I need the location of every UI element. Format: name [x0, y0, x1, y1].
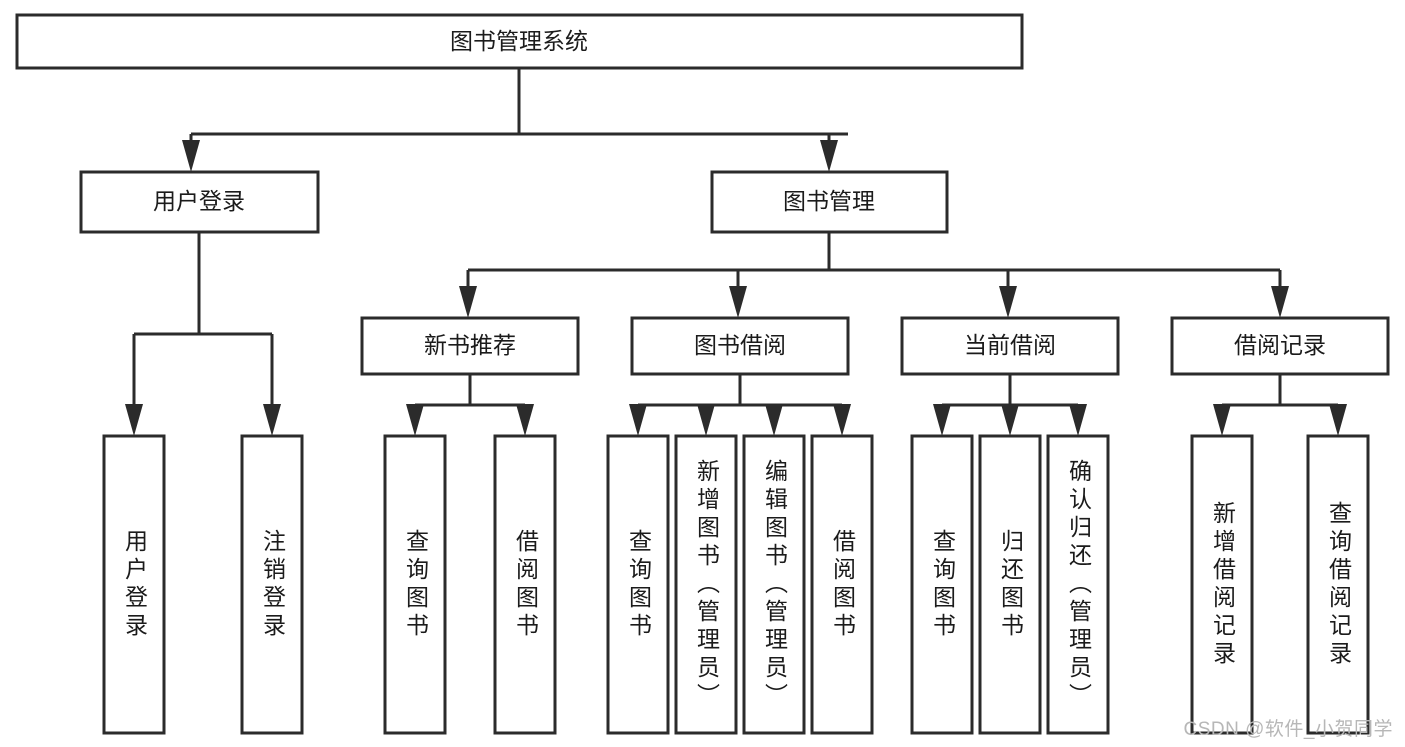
- node-root-system[interactable]: 图书管理系统: [15, 13, 1024, 70]
- arrow-to-current-borrow: [999, 286, 1017, 318]
- arrow-to-book-borrow: [729, 286, 747, 318]
- watermark-text: CSDN @软件_小贺同学: [1183, 719, 1393, 740]
- leaf-box-add-record[interactable]: [1190, 434, 1254, 735]
- current-borrow-label: 当前借阅: [964, 332, 1056, 358]
- arrow-to-leaf-add-book: [697, 404, 715, 436]
- book-borrow-label: 图书借阅: [694, 332, 786, 358]
- arrow-to-book-manage: [820, 140, 838, 172]
- root-box[interactable]: [15, 13, 1024, 70]
- leaf-box-borrow-book-2[interactable]: [810, 434, 874, 735]
- borrow-record-label: 借阅记录: [1234, 332, 1326, 358]
- arrow-to-leaf-user-login: [125, 404, 143, 436]
- leaf-box-query-book-3[interactable]: [910, 434, 974, 735]
- leaf-box-borrow-book-1[interactable]: [493, 434, 557, 735]
- leaf-box-query-book-2[interactable]: [606, 434, 670, 735]
- arrow-to-borrow-record: [1271, 286, 1289, 318]
- connector-book-management-to-level3: [459, 232, 1289, 318]
- node-new-book-recommend[interactable]: 新书推荐: [360, 316, 580, 376]
- leaf-box-query-book-1[interactable]: [383, 434, 447, 735]
- connector-borrow-record-to-leaves: [1213, 374, 1347, 436]
- connector-new-book-to-leaves: [406, 374, 534, 436]
- arrow-to-leaf-confirm-return: [1069, 404, 1087, 436]
- arrow-to-leaf-add-record: [1213, 404, 1231, 436]
- connector-user-login-to-leaves: [125, 232, 281, 436]
- leaf-box-logout[interactable]: [240, 434, 304, 735]
- user-login-box[interactable]: [79, 170, 320, 234]
- node-borrow-record[interactable]: 借阅记录: [1170, 316, 1390, 376]
- arrow-to-leaf-query-record: [1329, 404, 1347, 436]
- node-book-management[interactable]: 图书管理: [710, 170, 949, 234]
- leaf-box-return-book[interactable]: [978, 434, 1042, 735]
- leaf-box-edit-book[interactable]: [742, 434, 806, 735]
- connector-current-borrow-to-leaves: [933, 374, 1087, 436]
- new-book-recommend-box[interactable]: [360, 316, 580, 376]
- arrow-to-leaf-logout: [263, 404, 281, 436]
- arrow-to-leaf-query-book-3: [933, 404, 951, 436]
- arrow-to-leaf-return-book: [1001, 404, 1019, 436]
- connector-book-borrow-to-leaves: [629, 374, 851, 436]
- book-management-label: 图书管理: [783, 188, 875, 214]
- arrow-to-leaf-borrow-book-2: [833, 404, 851, 436]
- arrow-to-user-login: [182, 140, 200, 172]
- node-book-borrow[interactable]: 图书借阅: [630, 316, 850, 376]
- leaf-box-query-record[interactable]: [1306, 434, 1370, 735]
- leaf-box-add-book[interactable]: [674, 434, 738, 735]
- node-user-login[interactable]: 用户登录: [79, 170, 320, 234]
- leaf-box-user-login[interactable]: [102, 434, 166, 735]
- leaf-box-confirm-return[interactable]: [1046, 434, 1110, 735]
- arrow-to-leaf-edit-book: [765, 404, 783, 436]
- new-book-recommend-label: 新书推荐: [424, 332, 516, 358]
- node-current-borrow[interactable]: 当前借阅: [900, 316, 1120, 376]
- connector-root-to-level2: [182, 68, 848, 172]
- arrow-to-leaf-query-book-1: [406, 404, 424, 436]
- user-login-label: 用户登录: [153, 188, 245, 214]
- root-label: 图书管理系统: [450, 28, 588, 54]
- arrow-to-leaf-borrow-book-1: [516, 404, 534, 436]
- arrow-to-new-book: [459, 286, 477, 318]
- current-borrow-box[interactable]: [900, 316, 1120, 376]
- arrow-to-leaf-query-book-2: [629, 404, 647, 436]
